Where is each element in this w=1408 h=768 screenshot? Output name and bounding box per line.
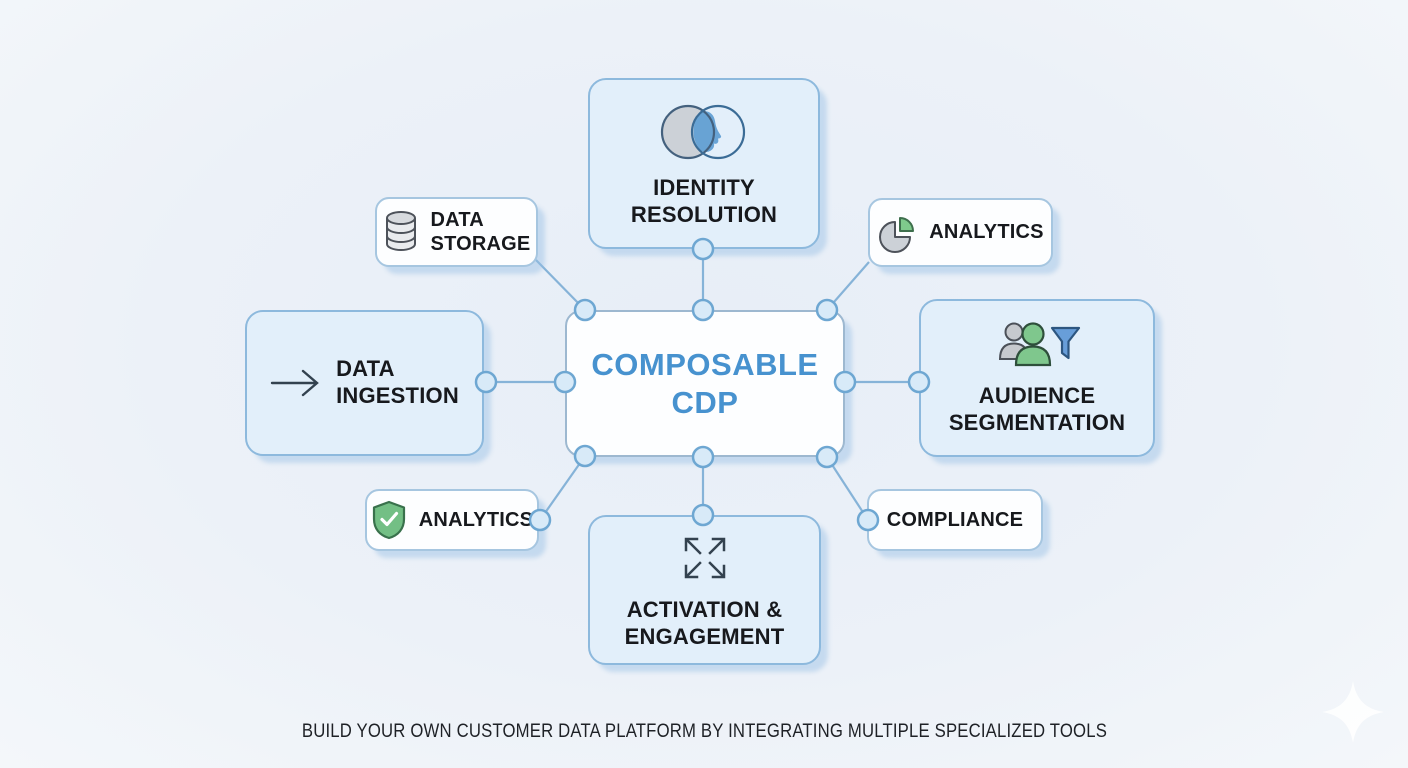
caption-text: BUILD YOUR OWN CUSTOMER DATA PLATFORM BY… <box>301 721 1107 742</box>
data-ingestion-label-line2: INGESTION <box>336 383 459 408</box>
shield-check-icon <box>372 500 405 540</box>
composable-cdp-center-box: COMPOSABLE CDP <box>565 310 845 457</box>
data-storage-label-line2: STORAGE <box>430 233 531 255</box>
identity-resolution-box: IDENTITY RESOLUTION <box>588 78 820 249</box>
analytics-bottom-label: ANALYTICS <box>418 508 534 531</box>
caption: BUILD YOUR OWN CUSTOMER DATA PLATFORM BY… <box>0 721 1408 743</box>
connector-line <box>826 456 869 521</box>
data-ingestion-box: DATA INGESTION <box>245 310 484 456</box>
center-title-line1: COMPOSABLE <box>591 347 819 383</box>
compliance-box: COMPLIANCE <box>867 489 1043 551</box>
connector-line <box>826 261 870 311</box>
data-storage-label-line1: DATA <box>430 208 484 231</box>
pie-chart-icon <box>879 216 915 253</box>
compliance-label: COMPLIANCE <box>886 508 1024 531</box>
analytics-bottom-box: ANALYTICS <box>365 489 539 551</box>
activation-engagement-label-line2: ENGAGEMENT <box>624 624 785 649</box>
audience-segmentation-label-line1: AUDIENCE <box>978 383 1096 409</box>
audience-segmentation-label-line2: SEGMENTATION <box>948 410 1126 435</box>
analytics-top-label: ANALYTICS <box>929 221 1044 244</box>
people-funnel-icon <box>998 322 1081 367</box>
connector-line <box>539 455 586 521</box>
database-icon <box>385 211 416 251</box>
center-title-line2: CDP <box>671 384 739 420</box>
connector-line <box>535 259 586 311</box>
analytics-top-box: ANALYTICS <box>868 198 1053 267</box>
venn-face-icon <box>660 104 746 159</box>
sparkle-icon <box>1322 681 1384 743</box>
audience-segmentation-box: AUDIENCE SEGMENTATION <box>919 299 1155 457</box>
identity-resolution-label-line1: IDENTITY <box>653 174 755 200</box>
data-storage-box: DATA STORAGE <box>375 197 538 267</box>
activation-engagement-label-line1: ACTIVATION & <box>626 597 783 623</box>
expand-arrows-icon <box>684 537 725 579</box>
identity-resolution-label-line2: RESOLUTION <box>630 201 778 227</box>
data-ingestion-label-line1: DATA <box>336 356 395 382</box>
arrow-right-icon <box>270 369 319 397</box>
activation-engagement-box: ACTIVATION & ENGAGEMENT <box>588 515 821 665</box>
